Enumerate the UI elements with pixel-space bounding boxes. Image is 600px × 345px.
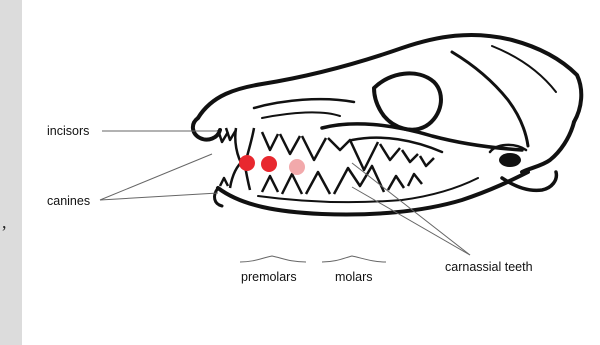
skull-diagram: incisors canines premolars molars carnas… [22,0,600,345]
premolars-label: premolars [241,270,297,284]
dot-red-2 [261,156,277,172]
canines-leader-lower [100,193,218,200]
molars-brace [322,256,386,262]
molars-label: molars [335,270,373,284]
highlight-dots [239,155,305,175]
side-comma-mark: , [2,212,7,233]
incisors-label: incisors [47,124,89,138]
canines-label: canines [47,194,90,208]
leader-lines [100,131,470,262]
carnassial-leader-upper [352,163,470,255]
carnassial-label: carnassial teeth [445,260,533,274]
canines-leader-upper [100,154,212,200]
dot-red-1 [239,155,255,171]
carnassial-leader-lower [352,187,470,255]
skull-outline [193,35,581,215]
dot-pink [289,159,305,175]
diagram-canvas: incisors canines premolars molars carnas… [22,0,600,345]
premolars-brace [240,256,306,262]
